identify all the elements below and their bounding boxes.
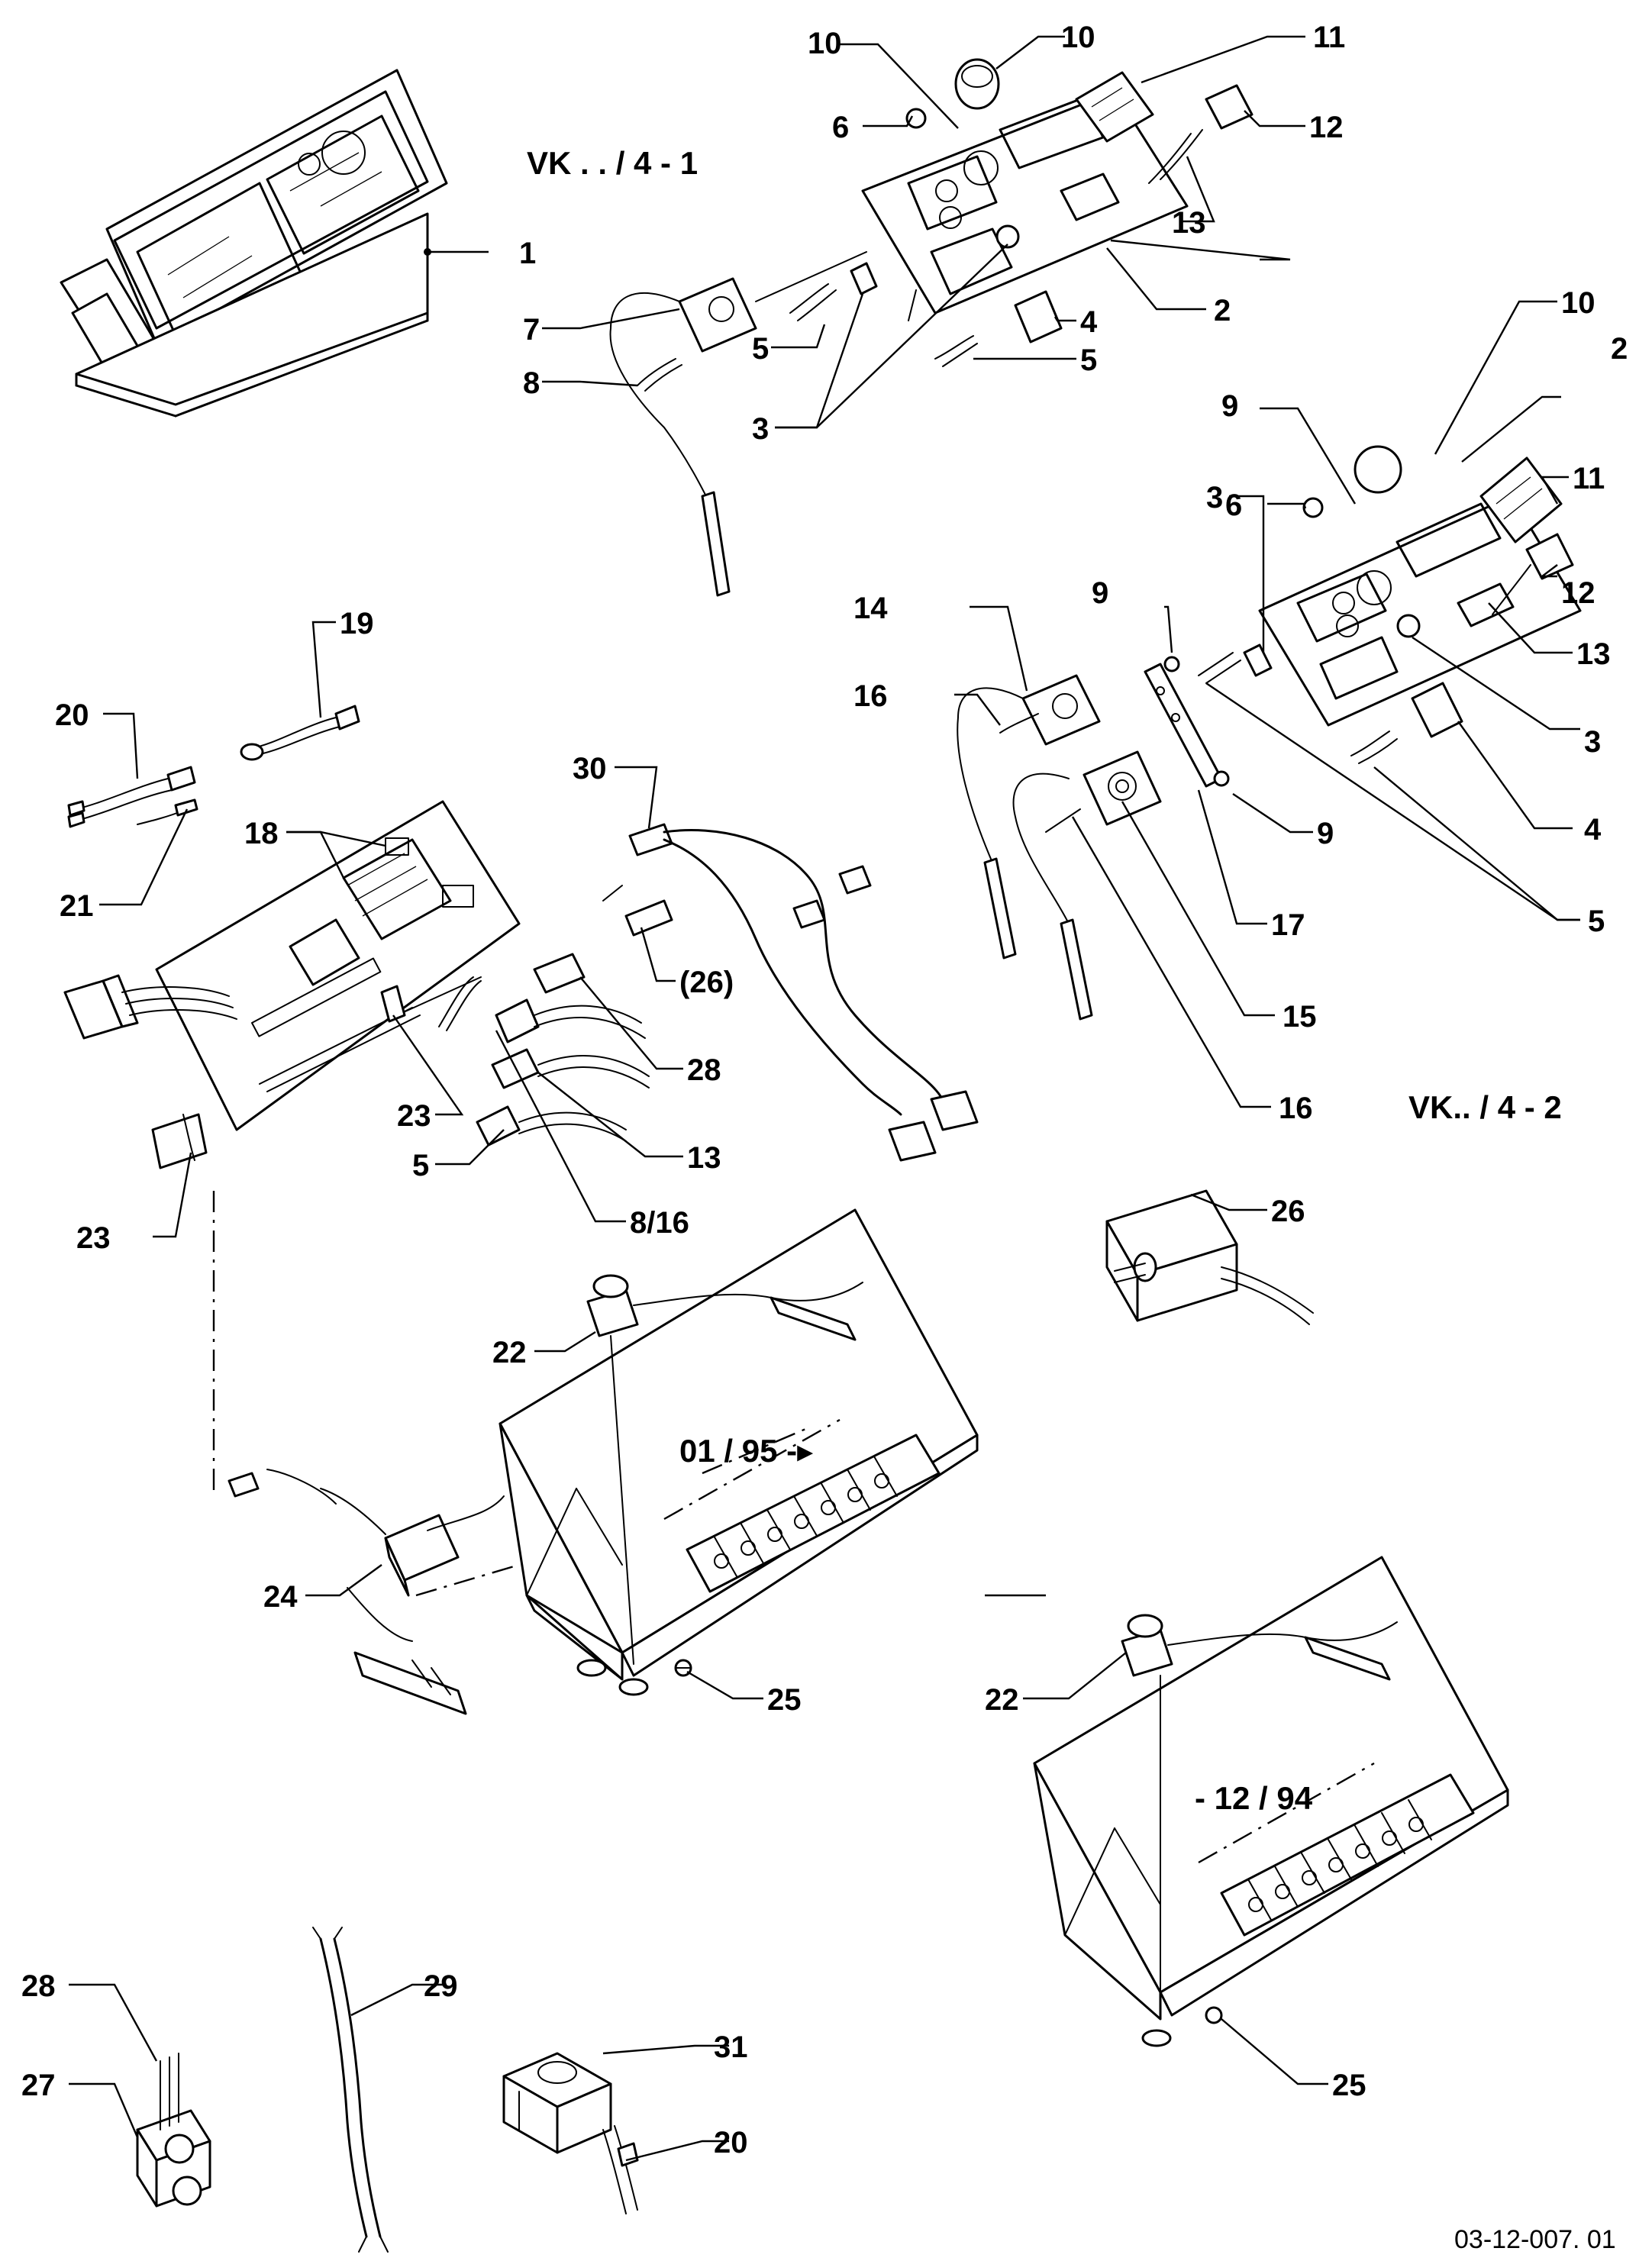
callout-20: 20 [714, 2126, 748, 2159]
callout-18: 18 [244, 817, 279, 850]
callout-4: 4 [1080, 305, 1098, 339]
callout-3: 3 [752, 412, 769, 446]
callout-25: 25 [1332, 2069, 1366, 2102]
part-26-potentiometer [1105, 1189, 1314, 1325]
callout-13: 13 [1172, 206, 1206, 240]
vk42-switch-panel-group [957, 445, 1582, 1021]
callout-labels: VK . . / 4 - 1 VK.. / 4 - 2 01 / 95 -▸ -… [21, 21, 1628, 2254]
callout-6: 6 [832, 111, 849, 144]
drawing-number: 03-12-007. 01 [1454, 2225, 1616, 2254]
callout-13: 13 [687, 1141, 721, 1175]
callout-5: 5 [1080, 344, 1097, 377]
callout-5: 5 [752, 332, 769, 366]
callout-28: 28 [687, 1053, 721, 1087]
callout-9: 10 [808, 27, 842, 60]
callout-27: 27 [21, 2069, 56, 2102]
callout-4: 4 [1584, 813, 1602, 847]
callout-9: 9 [1092, 576, 1108, 610]
variant-label-vk41: VK . . / 4 - 1 [527, 145, 698, 181]
callout-11: 11 [1313, 21, 1345, 54]
callout-10: 10 [1061, 21, 1095, 54]
callout-22: 22 [985, 1683, 1019, 1717]
lower-housing-0195 [212, 1191, 979, 1715]
callout-23: 23 [76, 1221, 111, 1255]
callout-31: 31 [714, 2030, 748, 2064]
callout-26-ref: (26) [679, 966, 734, 999]
callout-8-16: 8/16 [630, 1206, 689, 1240]
callout-19: 19 [340, 607, 374, 640]
callout-28: 28 [21, 1969, 56, 2003]
callout-29: 29 [424, 1969, 458, 2003]
callout-21: 21 [60, 889, 94, 923]
callout-5: 5 [1588, 905, 1605, 938]
callout-20: 20 [55, 698, 89, 732]
callout-17: 17 [1271, 908, 1305, 942]
bottom-parts-group [136, 1927, 639, 2253]
callout-24: 24 [263, 1580, 298, 1614]
callout-10: 10 [1561, 286, 1596, 320]
callout-2: 2 [1214, 294, 1231, 327]
callout-26: 26 [1271, 1195, 1305, 1228]
callout-2: 2 [1611, 332, 1628, 366]
callout-6: 6 [1225, 489, 1242, 522]
callout-9: 9 [1317, 817, 1334, 850]
part-1-display-cover [60, 69, 448, 418]
circuit-board-group [63, 705, 979, 1169]
callout-14: 14 [853, 592, 888, 625]
callout-11: 11 [1573, 462, 1605, 495]
callout-13: 13 [1576, 637, 1611, 671]
variant-label-vk42: VK.. / 4 - 2 [1408, 1089, 1562, 1125]
callout-5: 5 [412, 1149, 429, 1182]
leader-lines [69, 35, 1580, 2162]
callout-3: 3 [1584, 725, 1601, 759]
date-label-until-1294: - 12 / 94 [1195, 1780, 1313, 1816]
callout-16: 16 [1279, 1092, 1313, 1125]
lower-housing-1294 [1033, 1556, 1509, 2047]
callout-30: 30 [573, 752, 607, 785]
callout-9: 9 [1221, 389, 1238, 423]
callout-16: 16 [853, 679, 888, 713]
callout-23: 23 [397, 1099, 431, 1133]
callout-12: 12 [1309, 111, 1344, 144]
callout-25: 25 [767, 1683, 802, 1717]
callout-3: 3 [1206, 481, 1223, 514]
callout-15: 15 [1283, 1000, 1317, 1034]
callout-1: 1 [519, 237, 536, 270]
callout-8: 8 [523, 366, 540, 400]
vk41-switch-panel-group [609, 58, 1254, 597]
callout-7: 7 [523, 313, 540, 347]
callout-22: 22 [492, 1336, 527, 1369]
date-label-from-0195: 01 / 95 -▸ [679, 1433, 813, 1469]
callout-12: 12 [1561, 576, 1596, 610]
